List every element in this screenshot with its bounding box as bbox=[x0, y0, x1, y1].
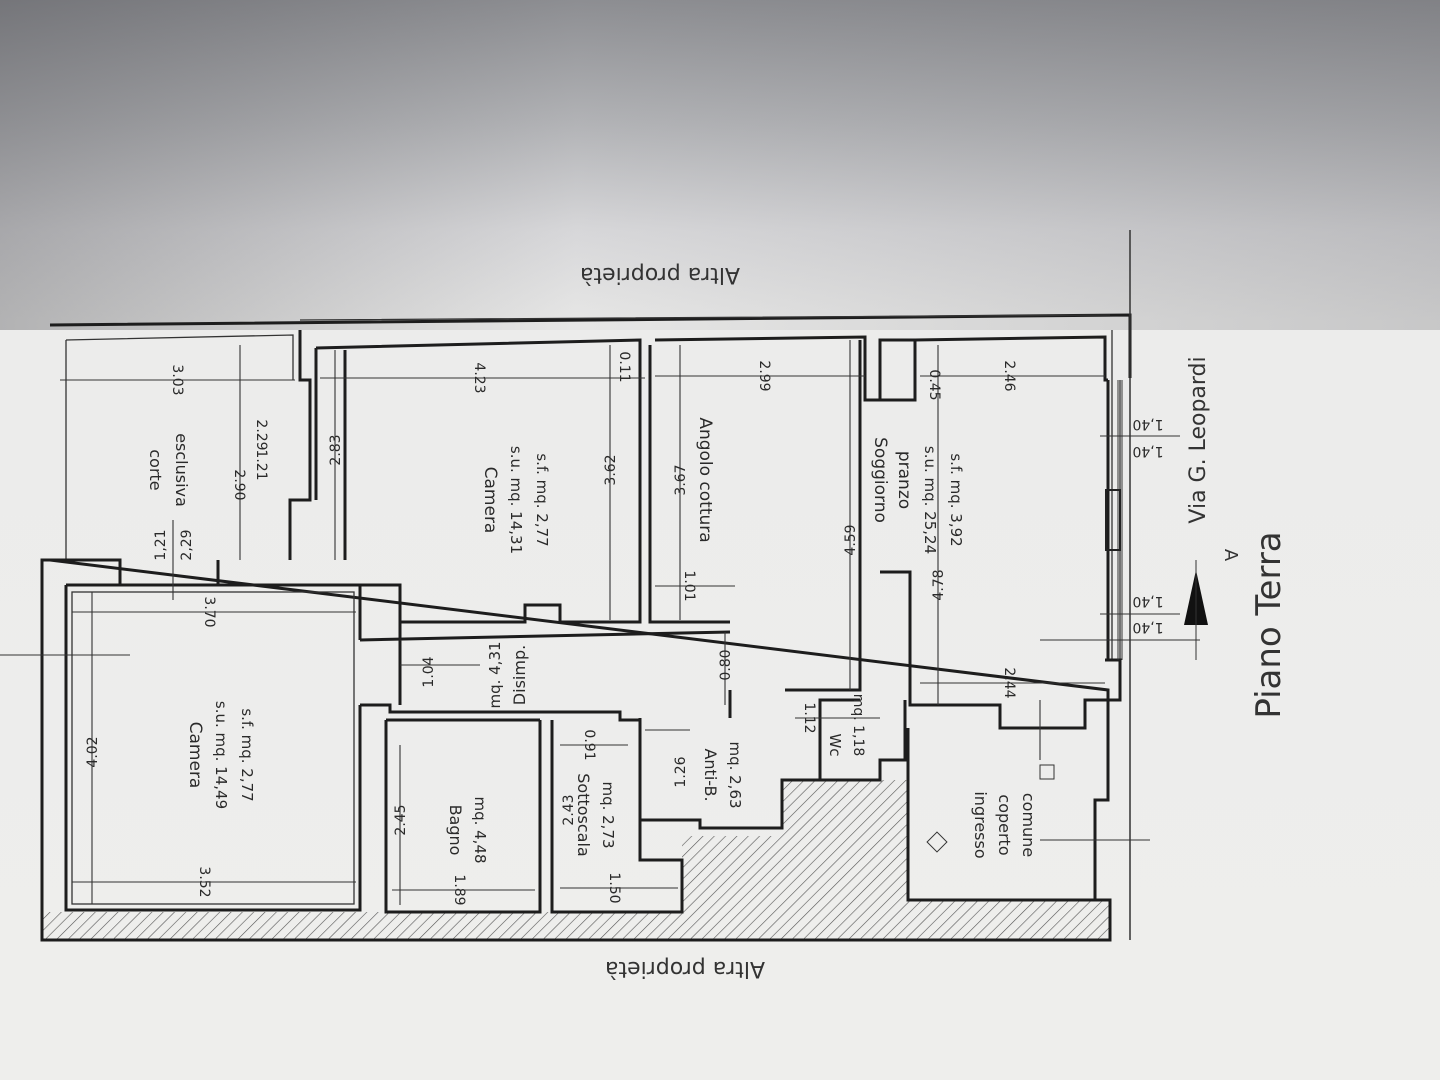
room-camera-left-name: Camera bbox=[185, 722, 205, 789]
antib-walls bbox=[638, 690, 907, 830]
dim-label: 1.50 bbox=[606, 872, 622, 903]
dim-label: 2.83 bbox=[328, 434, 344, 465]
room-bagno-area: mq. 4,48 bbox=[471, 796, 489, 863]
corte-walls bbox=[50, 330, 402, 635]
dim-label: 3.67 bbox=[673, 464, 689, 495]
dim-label: 4.78 bbox=[931, 569, 947, 600]
dim-label: 4.02 bbox=[85, 736, 101, 767]
room-antib: Anti-B. mq. 2,63 bbox=[701, 741, 744, 808]
room-soggiorno-sf: s.f. mq. 3,92 bbox=[947, 453, 965, 546]
dim-label: 1,21 bbox=[153, 529, 169, 560]
dim-label: 3.62 bbox=[603, 454, 619, 485]
soggiorno-walls bbox=[880, 335, 1122, 730]
room-sottoscala-name: Sottoscala bbox=[574, 773, 593, 856]
room-antib-name: Anti-B. bbox=[701, 748, 720, 801]
room-camera-top-su: s.u. mq. 14,31 bbox=[507, 446, 525, 554]
room-soggiorno-su: s.u. mq. 25,24 bbox=[921, 446, 939, 554]
dim-label: 2.45 bbox=[393, 804, 409, 835]
room-bagno-name: Bagno bbox=[446, 805, 465, 856]
dim-label: 0.11 bbox=[616, 351, 632, 382]
dim-label: 1.01 bbox=[681, 570, 697, 601]
room-wc: Wc mq. 1,18 bbox=[826, 694, 866, 757]
room-ingresso-line2: coperto bbox=[995, 794, 1014, 855]
room-camera-top-sf: s.f. mq. 2,77 bbox=[533, 453, 551, 546]
disimp-walls bbox=[359, 628, 731, 722]
dim-label: 1,40 bbox=[1132, 593, 1163, 609]
room-soggiorno: Soggiorno pranzo s.u. mq. 25,24 s.f. mq.… bbox=[870, 437, 965, 554]
room-camera-left-sf: s.f. mq. 2,77 bbox=[238, 708, 256, 801]
room-soggiorno-line2: pranzo bbox=[894, 451, 914, 509]
dim-label: 2,29 bbox=[179, 529, 195, 560]
door-symbol-icon bbox=[1039, 764, 1055, 780]
room-corte-line2: esclusiva bbox=[172, 433, 191, 507]
room-sottoscala: Sottoscala mq. 2,73 bbox=[574, 773, 617, 856]
room-soggiorno-line1: Soggiorno bbox=[870, 437, 890, 523]
dim-label: 2.90 bbox=[231, 469, 247, 500]
dim-label: 1.89 bbox=[451, 874, 467, 905]
dim-label: 1,40 bbox=[1132, 416, 1163, 432]
camera-top-walls bbox=[314, 338, 642, 624]
dim-label: 2.44 bbox=[1001, 667, 1017, 698]
hatch-bottom-left bbox=[42, 912, 682, 940]
bagno-walls bbox=[384, 718, 542, 914]
angolo-walls bbox=[648, 335, 917, 692]
dim-label: 1,40 bbox=[1132, 619, 1163, 635]
room-sottoscala-area: mq. 2,73 bbox=[599, 781, 617, 848]
dim-label: 4.59 bbox=[843, 524, 859, 555]
dim-label: 2.99 bbox=[756, 360, 772, 391]
room-camera-top-name: Camera bbox=[480, 467, 500, 534]
door-symbol-icon bbox=[926, 831, 948, 853]
dim-label: 3.52 bbox=[196, 866, 212, 897]
room-ingresso-line1: ingresso bbox=[971, 791, 990, 858]
dim-label: 2.29 bbox=[253, 419, 269, 450]
room-camera-left: Camera s.u. mq. 14,49 s.f. mq. 2,77 bbox=[185, 701, 256, 809]
room-wc-name: Wc bbox=[826, 733, 844, 756]
north-marker-label: A bbox=[1220, 549, 1241, 562]
neighbor-bottom-label: Altra proprietà bbox=[605, 956, 765, 981]
ingresso-walls bbox=[906, 705, 1095, 902]
camera-left-walls bbox=[64, 583, 362, 912]
dim-label: 1.26 bbox=[673, 756, 689, 787]
dim-label: 1,40 bbox=[1132, 443, 1163, 459]
room-ingresso-line3: comune bbox=[1019, 793, 1038, 857]
dim-label: 4.23 bbox=[471, 362, 487, 393]
room-disimp-name: Disimp. bbox=[510, 645, 529, 705]
dim-label: 2.43 bbox=[561, 794, 577, 825]
room-angolo-name: Angolo cottura bbox=[695, 417, 715, 542]
photo-shadow bbox=[0, 0, 1440, 330]
dim-label: 0.80 bbox=[718, 649, 734, 680]
sottoscala-walls bbox=[550, 720, 684, 914]
dim-label: 1.12 bbox=[801, 702, 817, 733]
hatch-stair-area bbox=[682, 780, 1110, 940]
dim-label: 0.91 bbox=[581, 729, 597, 760]
dim-label: 1.21 bbox=[253, 449, 269, 480]
room-camera-top: Camera s.u. mq. 14,31 s.f. mq. 2,77 bbox=[480, 446, 551, 554]
room-ingresso: ingresso coperto comune bbox=[971, 791, 1038, 858]
neighbor-top-label: Altra proprietà bbox=[580, 262, 740, 287]
dim-label: 3.03 bbox=[169, 364, 185, 395]
room-camera-left-su: s.u. mq. 14,49 bbox=[212, 701, 230, 809]
room-bagno: Bagno mq. 4,48 bbox=[446, 796, 489, 863]
room-disimp: Disimp. mq. 4,31 bbox=[486, 641, 529, 708]
dim-label: 3.70 bbox=[201, 596, 217, 627]
room-disimp-area: mq. 4,31 bbox=[486, 641, 504, 708]
dim-label: 0.45 bbox=[926, 369, 942, 400]
room-wc-area: mq. 1,18 bbox=[850, 694, 866, 757]
street-label: Via G. Leopardi bbox=[1186, 356, 1211, 523]
room-antib-area: mq. 2,63 bbox=[726, 741, 744, 808]
room-corte: corte esclusiva bbox=[146, 433, 191, 507]
page-title: Piano Terra bbox=[1249, 531, 1289, 718]
dim-label: 1.04 bbox=[421, 656, 437, 687]
room-corte-line1: corte bbox=[146, 449, 165, 490]
room-angolo: Angolo cottura bbox=[695, 417, 715, 542]
dim-label: 2.46 bbox=[1001, 360, 1017, 391]
